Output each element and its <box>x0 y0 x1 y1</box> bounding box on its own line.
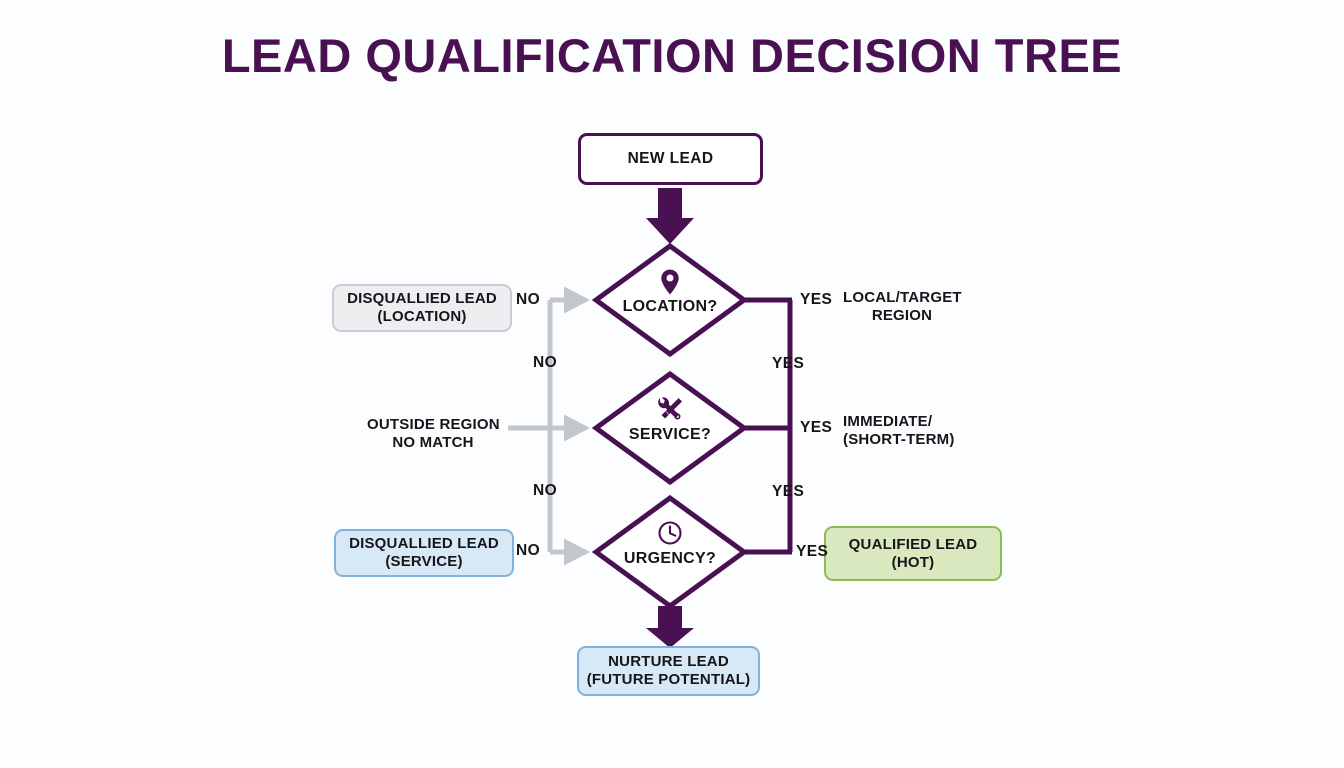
node-disqualified-service[interactable]: DISQUALLIED LEAD (SERVICE) <box>334 529 514 577</box>
decision-urgency-diamond[interactable] <box>591 494 749 610</box>
node-new-lead[interactable]: NEW LEAD <box>578 133 763 185</box>
edge-label-yes-mid-upper: YES <box>772 355 805 372</box>
arrow-start-to-location <box>646 188 694 244</box>
node-disqualified-service-line2: (SERVICE) <box>385 553 463 570</box>
node-disqualified-location[interactable]: DISQUALLIED LEAD (LOCATION) <box>332 284 512 332</box>
annotation-service-no-line2: NO MATCH <box>392 434 474 452</box>
clock-icon <box>596 520 744 546</box>
node-disqualified-location-line2: (LOCATION) <box>377 308 467 325</box>
node-nurture-lead-line1: NURTURE LEAD <box>608 653 729 671</box>
decision-location-label: LOCATION? <box>622 298 718 315</box>
decision-urgency[interactable]: URGENCY? <box>596 498 744 608</box>
edge-label-no-location: NO <box>516 291 541 308</box>
node-disqualified-location-line1: DISQUALLIED LEAD <box>347 290 497 308</box>
tools-icon <box>596 396 744 424</box>
page-title: LEAD QUALIFICATION DECISION TREE <box>221 29 1123 82</box>
edge-label-no-mid-upper: NO <box>533 354 558 371</box>
annotation-location-yes: LOCAL/TARGET REGION <box>843 289 962 326</box>
edge-label-yes-urgency: YES <box>796 543 829 560</box>
edge-label-yes-location: YES <box>800 291 833 308</box>
edge-label-no-service: NO <box>516 542 541 559</box>
node-new-lead-label: NEW LEAD <box>627 149 714 167</box>
node-qualified-lead-hot[interactable]: QUALIFIED LEAD (HOT) <box>824 526 1002 581</box>
edge-label-yes-mid-lower: YES <box>772 483 805 500</box>
decision-service-label: SERVICE? <box>628 426 712 443</box>
annotation-service-yes: IMMEDIATE/ (SHORT-TERM) <box>843 413 955 450</box>
node-qualified-lead-line2: (HOT) <box>891 553 935 571</box>
node-nurture-lead-line2: (FUTURE POTENTIAL) <box>586 671 751 688</box>
node-disqualified-service-line1: DISQUALLIED LEAD <box>349 535 499 553</box>
annotation-service-yes-line2: (SHORT-TERM) <box>843 431 955 449</box>
yes-branch-spine <box>744 297 793 555</box>
decision-service[interactable]: SERVICE? <box>596 374 744 484</box>
annotation-service-no-line1: OUTSIDE REGION <box>367 416 500 433</box>
arrow-urgency-to-nurture <box>646 606 694 648</box>
edge-label-no-mid-lower: NO <box>533 482 558 499</box>
decision-location[interactable]: LOCATION? <box>596 246 744 356</box>
annotation-service-no: OUTSIDE REGION NO MATCH <box>367 416 500 453</box>
map-pin-icon <box>596 268 744 296</box>
node-nurture-lead[interactable]: NURTURE LEAD (FUTURE POTENTIAL) <box>577 646 760 696</box>
edge-label-yes-service: YES <box>800 419 833 436</box>
decision-service-diamond[interactable] <box>591 370 749 486</box>
annotation-service-yes-line1: IMMEDIATE/ <box>843 413 933 430</box>
node-qualified-lead-line1: QUALIFIED LEAD <box>848 535 978 553</box>
decision-urgency-label: URGENCY? <box>623 550 717 567</box>
annotation-location-yes-line1: LOCAL/TARGET <box>843 289 962 306</box>
decision-location-diamond[interactable] <box>591 242 749 358</box>
annotation-location-yes-line2: REGION <box>871 307 933 325</box>
